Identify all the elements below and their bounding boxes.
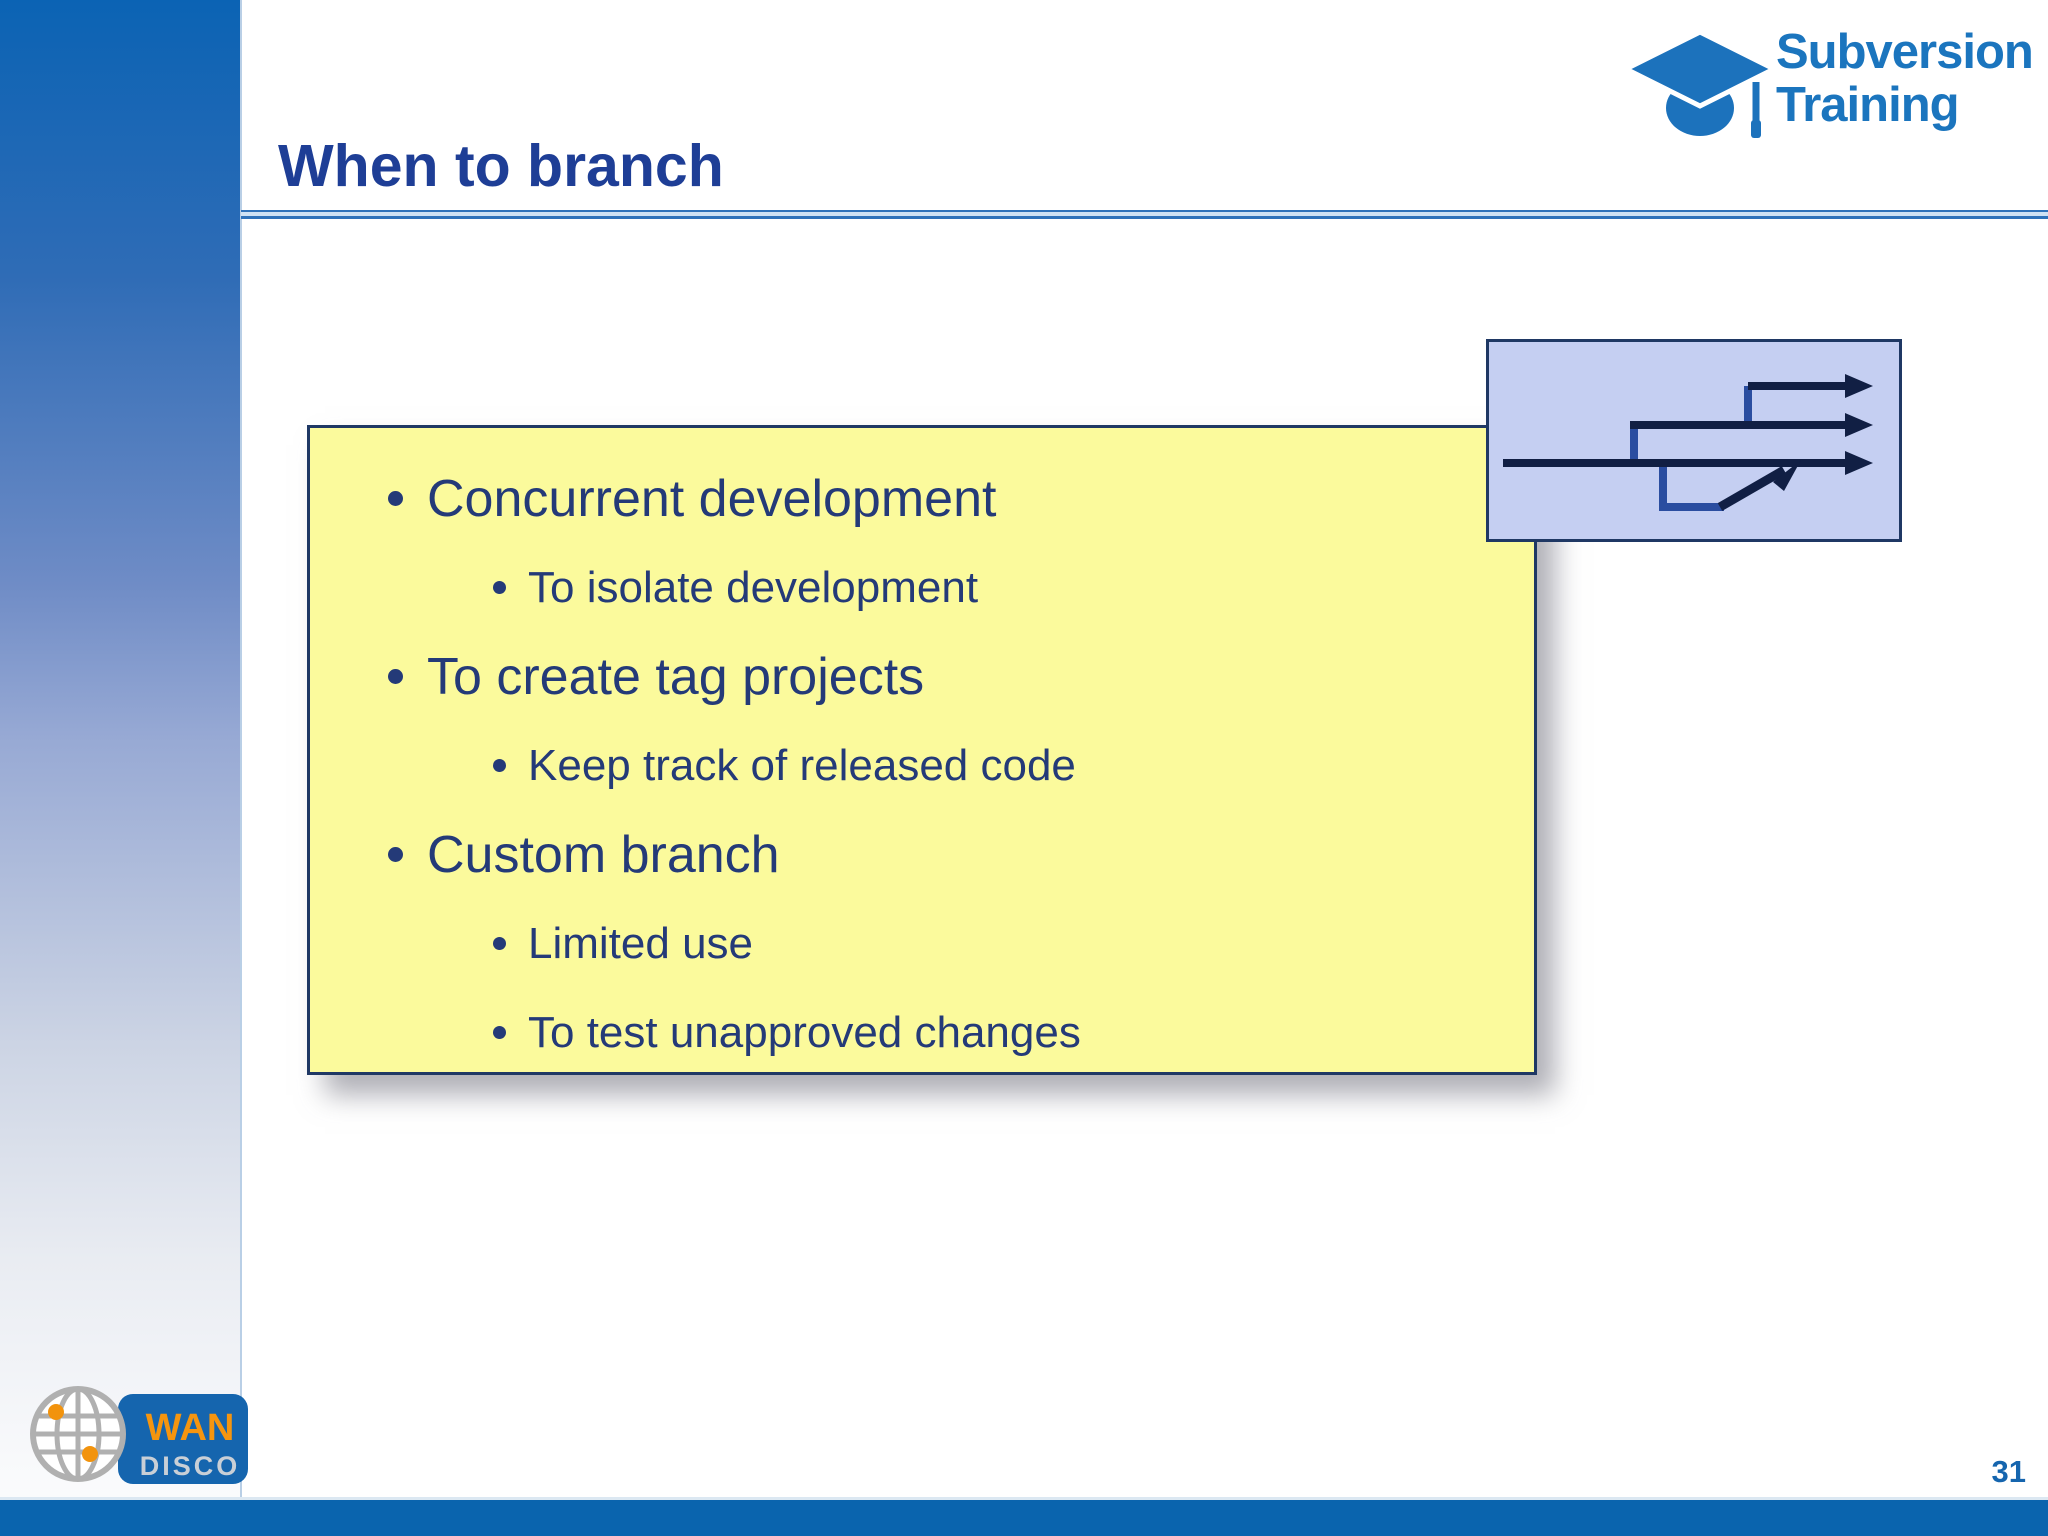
bullet-label: Limited use [528, 918, 754, 968]
bullet-item: Limited use [310, 899, 1534, 988]
branch-merge-arrows-icon [1503, 374, 1873, 511]
bullet-dot-icon [388, 669, 403, 684]
bullet-label: To create tag projects [427, 647, 925, 706]
title-underline [241, 210, 2048, 219]
bullet-item: To test unapproved changes [310, 988, 1534, 1077]
logo-line2: Training [1776, 78, 1960, 132]
footer-divider [0, 1497, 2048, 1500]
branch-diagram [1486, 339, 1902, 542]
bullet-label: Custom branch [427, 825, 780, 884]
footer-bar [0, 1500, 2048, 1536]
bullet-label: To isolate development [528, 562, 979, 612]
logo-wordmark: Subversion Training [1776, 25, 2034, 132]
sidebar-gradient [0, 0, 242, 1536]
bullet-label: Concurrent development [427, 469, 997, 528]
bullet-item: To create tag projects [310, 632, 1534, 721]
graduation-cap-icon [1628, 30, 1778, 138]
wandisco-badge [118, 1394, 248, 1484]
wandisco-disco-text: DISCO [140, 1451, 241, 1481]
globe-icon [30, 1386, 126, 1482]
wandisco-logo-graphic: WAN DISCO [30, 1386, 248, 1484]
bullet-item: To isolate development [310, 543, 1534, 632]
logo-line1: Subversion [1776, 25, 2034, 79]
bullet-item: Custom branch [310, 810, 1534, 899]
wandisco-wan-text: WAN [146, 1407, 235, 1449]
bullet-dot-icon [493, 937, 506, 950]
page-title: When to branch [278, 133, 724, 199]
bullet-dot-icon [493, 1026, 506, 1039]
bullet-label: To test unapproved changes [528, 1007, 1081, 1057]
wandisco-logo: WAN DISCO [18, 1376, 258, 1496]
page-number: 31 [1991, 1454, 2026, 1489]
bullet-dot-icon [388, 491, 403, 506]
bullet-item: Concurrent development [310, 454, 1534, 543]
subversion-training-logo: Subversion Training [1628, 26, 2040, 148]
bullet-dot-icon [493, 581, 506, 594]
bullet-dot-icon [388, 847, 403, 862]
bullet-label: Keep track of released code [528, 740, 1076, 790]
bullet-item: Keep track of released code [310, 721, 1534, 810]
content-box: Concurrent development To isolate develo… [307, 425, 1537, 1075]
bullet-dot-icon [493, 759, 506, 772]
